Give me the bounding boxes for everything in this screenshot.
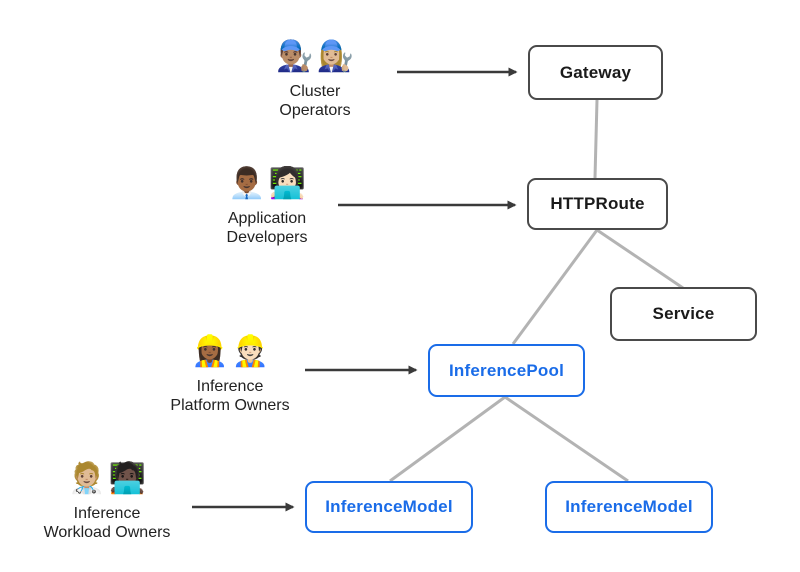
node-gateway[interactable]: Gateway — [528, 45, 663, 100]
woman-technologist-emoji: 👩🏻‍💻 — [268, 167, 306, 200]
node-gateway-label: Gateway — [559, 62, 632, 82]
node-inferencemodel-1[interactable]: InferenceModel — [305, 481, 473, 533]
actor-label-line1: Application — [227, 210, 307, 227]
actor-label-line2: Developers — [226, 229, 308, 246]
man-office-worker-emoji: 👨🏾‍💼 — [228, 167, 266, 200]
health-worker-emoji: 🧑🏼‍⚕️ — [68, 462, 106, 495]
node-service-label: Service — [652, 304, 715, 323]
connector-inferencepool-inferencemodel-1 — [389, 395, 506, 483]
person-technologist-emoji: 🧑🏿‍💻 — [108, 462, 146, 495]
node-inferencemodel-2[interactable]: InferenceModel — [545, 481, 713, 533]
node-inferencemodel-2-label: InferenceModel — [565, 497, 693, 516]
woman-construction-worker-emoji: 👷🏾‍♀️ — [191, 335, 229, 368]
man-mechanic-emoji: 👨🏽‍🔧 — [276, 40, 314, 73]
actor-label-line2: Workload Owners — [43, 524, 171, 541]
actor-cluster-operators-emojis: 👨🏽‍🔧 👩🏼‍🔧 — [276, 36, 354, 80]
actor-application-developers: 👨🏾‍💼 👩🏻‍💻 Application Developers — [187, 163, 347, 247]
node-inferencemodel-1-label: InferenceModel — [325, 497, 453, 516]
connector-httproute-service — [596, 228, 684, 290]
man-construction-worker-emoji: 👷🏻 — [231, 335, 269, 368]
node-inferencepool-label: InferencePool — [448, 360, 565, 380]
node-httproute[interactable]: HTTPRoute — [527, 178, 668, 230]
actor-inference-workload-owners: 🧑🏼‍⚕️ 🧑🏿‍💻 Inference Workload Owners — [17, 458, 197, 542]
actor-label-line2: Platform Owners — [170, 397, 290, 414]
actor-cluster-operators: 👨🏽‍🔧 👩🏼‍🔧 Cluster Operators — [235, 36, 395, 120]
actor-inference-workload-owners-emojis: 🧑🏼‍⚕️ 🧑🏿‍💻 — [68, 458, 146, 502]
woman-mechanic-emoji: 👩🏼‍🔧 — [316, 40, 354, 73]
actor-application-developers-label: Application Developers — [227, 209, 308, 247]
node-service[interactable]: Service — [610, 287, 757, 341]
actor-label-line2: Operators — [279, 102, 351, 119]
actor-cluster-operators-label: Cluster Operators — [279, 82, 350, 120]
node-inferencepool[interactable]: InferencePool — [428, 344, 585, 397]
connector-inferencepool-inferencemodel-2 — [504, 395, 629, 483]
connector-gateway-httproute — [593, 99, 599, 179]
actor-inference-platform-owners: 👷🏾‍♀️ 👷🏻 Inference Platform Owners — [140, 331, 320, 415]
node-httproute-label: HTTPRoute — [550, 194, 645, 213]
actor-label-line1: Inference — [196, 378, 264, 395]
connector-httproute-inferencepool — [511, 229, 599, 345]
actor-label-line1: Inference — [73, 505, 141, 522]
actor-inference-platform-owners-label: Inference Platform Owners — [170, 377, 289, 415]
actor-application-developers-emojis: 👨🏾‍💼 👩🏻‍💻 — [228, 163, 306, 207]
actor-label-line1: Cluster — [289, 83, 341, 100]
actor-inference-platform-owners-emojis: 👷🏾‍♀️ 👷🏻 — [191, 331, 269, 375]
actor-inference-workload-owners-label: Inference Workload Owners — [44, 504, 171, 542]
